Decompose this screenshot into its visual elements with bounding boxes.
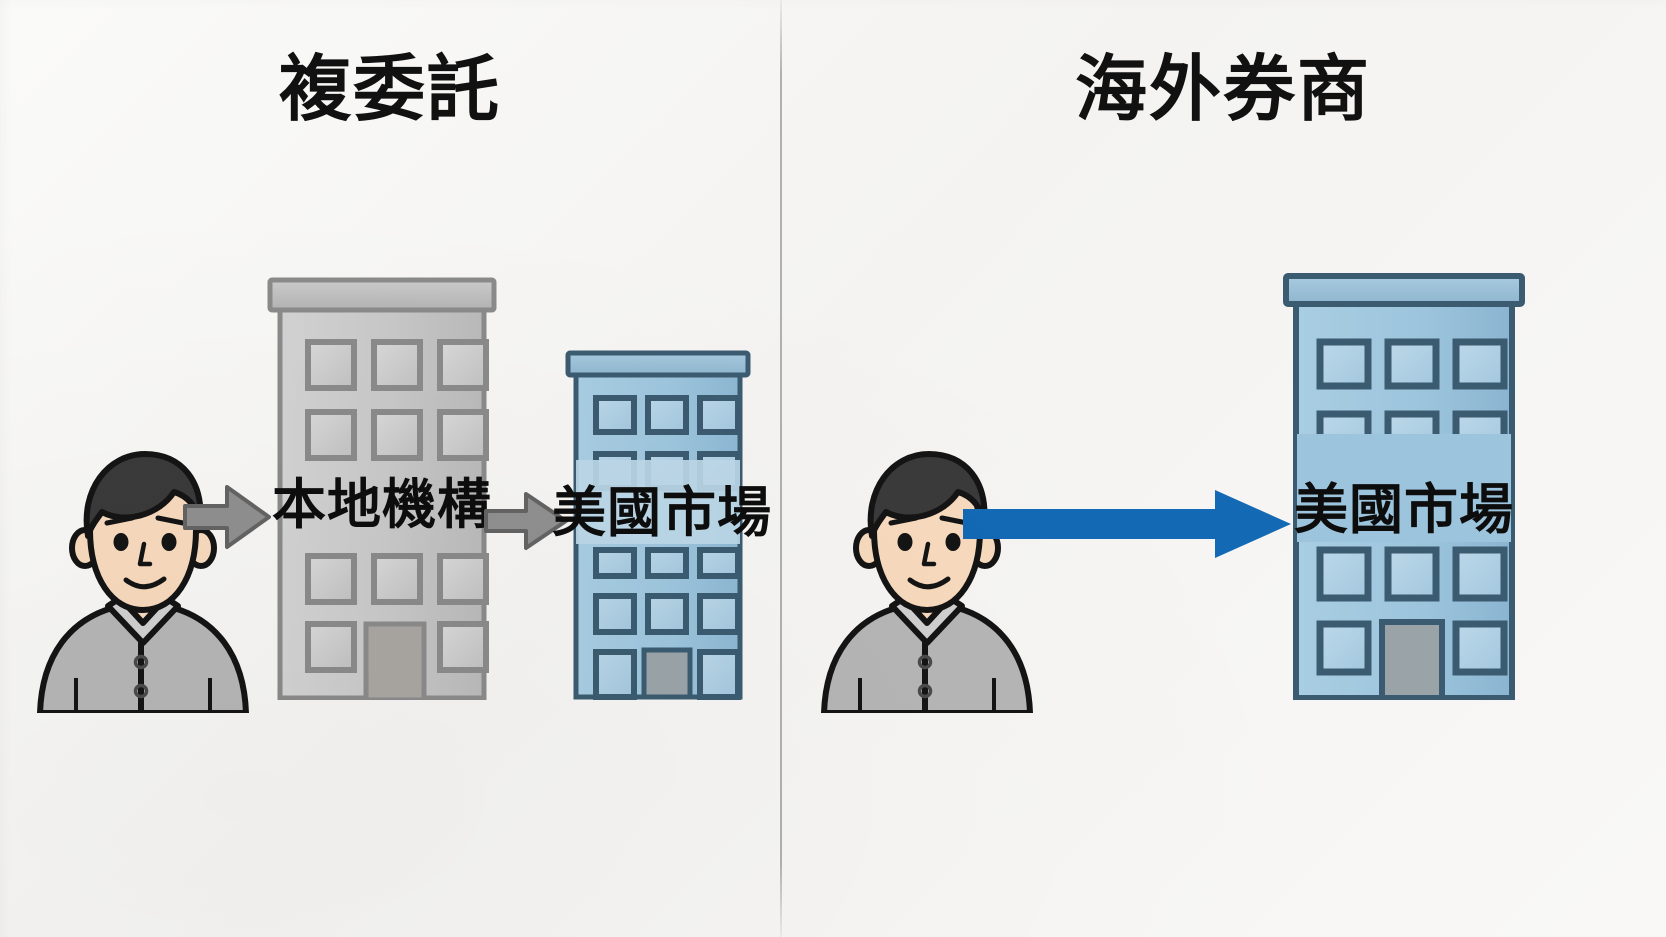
arrow-investor-to-local-institution: [183, 483, 271, 551]
building-label-us-market-left: 美國市場: [552, 483, 772, 543]
panel-title-right: 海外券商: [1074, 50, 1371, 130]
arrow-investor-to-us-market: [963, 488, 1293, 560]
arrow-local-institution-to-us-market: [484, 490, 568, 552]
person-investor-left: [28, 438, 258, 716]
person-investor-right: [812, 438, 1042, 716]
building-label-us-market-right: 美國市場: [1294, 480, 1514, 540]
building-us-market-left: [562, 350, 754, 700]
building-label-local-institution: 本地機構: [272, 475, 492, 535]
panel-divider: [780, 0, 782, 937]
building-local-institution: [262, 276, 502, 703]
panel-title-left: 複委託: [278, 50, 501, 130]
building-us-market-right: [1278, 272, 1530, 701]
